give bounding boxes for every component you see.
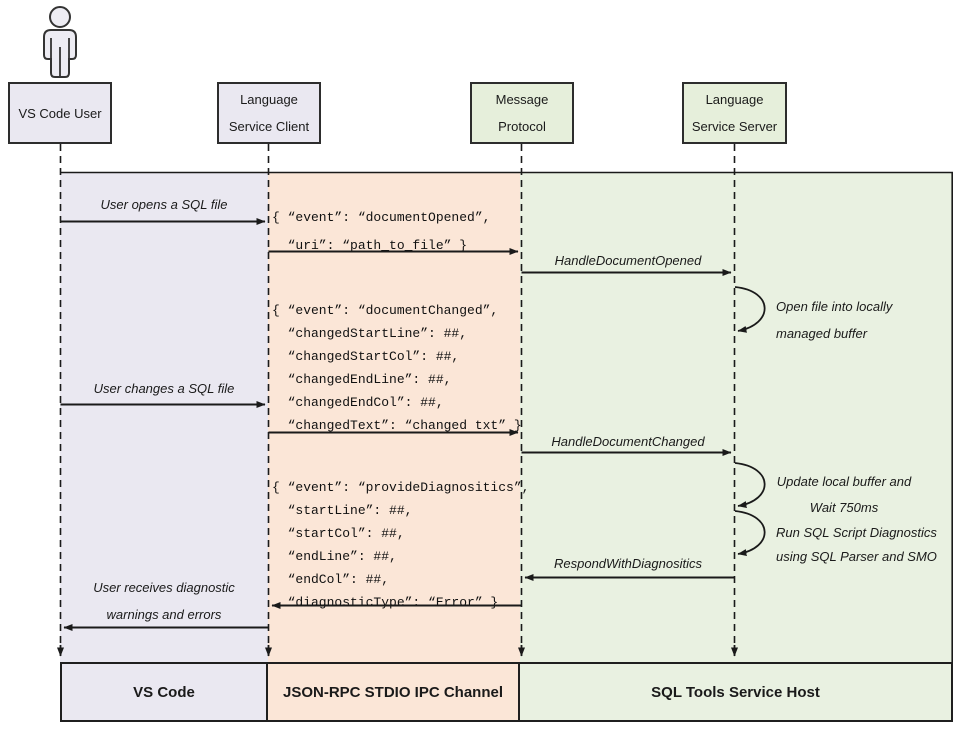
actor-box-vscode-user: VS Code User — [8, 82, 112, 144]
message-label-respond: RespondWithDiagnositics — [553, 556, 702, 571]
person-icon — [43, 6, 77, 78]
note-update-buffer: Update local buffer and Wait 750ms — [776, 474, 912, 515]
message-label-handle-opened: HandleDocumentOpened — [554, 253, 702, 268]
note-run-diagnostics: Run SQL Script Diagnostics using SQL Par… — [776, 525, 937, 564]
lane-vscode — [60, 172, 268, 662]
footer-box-service-host: SQL Tools Service Host — [520, 662, 953, 722]
footer-box-ipc-channel: JSON-RPC STDIO IPC Channel — [268, 662, 520, 722]
note-open-file: Open file into locally managed buffer — [776, 299, 893, 341]
message-label-user-changes: User changes a SQL file — [93, 381, 235, 396]
lane-ipc-channel — [268, 172, 520, 662]
payload-provide-diagnostics: { “event”: “provideDiagnositics”, “start… — [272, 480, 530, 610]
payload-document-opened: { “event”: “documentOpened”, “uri”: “pat… — [272, 210, 491, 253]
payload-document-changed: { “event”: “documentChanged”, “changedSt… — [272, 303, 522, 433]
actor-box-language-service-client: Language Service Client — [217, 82, 321, 144]
actor-box-message-protocol: Message Protocol — [470, 82, 574, 144]
message-label-user-receives: User receives diagnostic warnings and er… — [93, 580, 235, 622]
message-label-user-opens: User opens a SQL file — [100, 197, 228, 212]
lane-service-host — [520, 172, 953, 662]
message-label-handle-changed: HandleDocumentChanged — [551, 434, 705, 449]
actor-box-language-service-server: Language Service Server — [682, 82, 787, 144]
footer-box-vscode: VS Code — [60, 662, 268, 722]
